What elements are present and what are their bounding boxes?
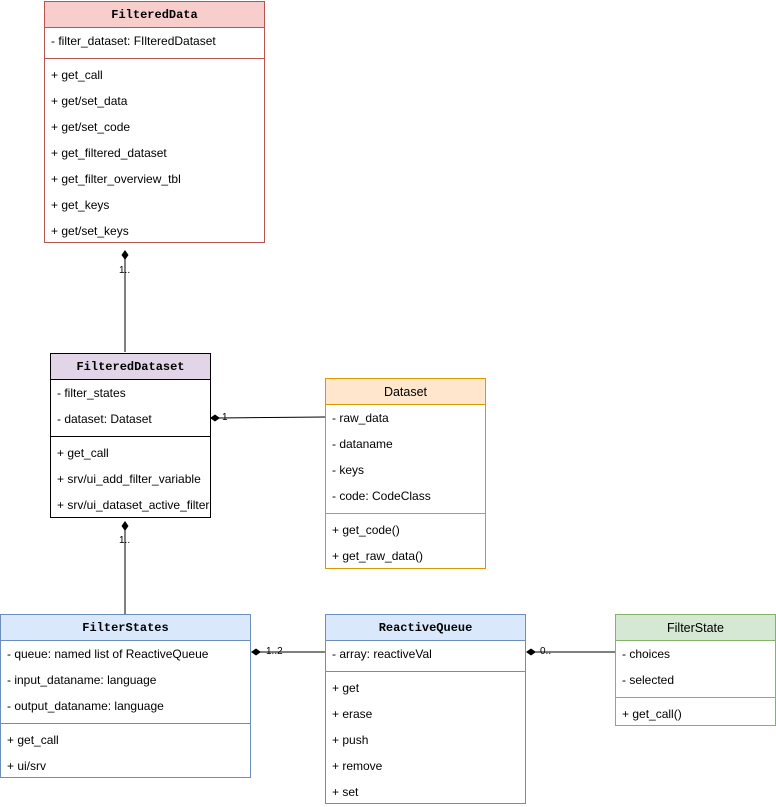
attribute-row: - input_dataname: language xyxy=(7,673,157,687)
method-section: + get_call() xyxy=(616,701,775,727)
composition-diamond-icon xyxy=(251,648,261,656)
method-section: + get_call + srv/ui_add_filter_variable + … xyxy=(51,440,210,518)
method-row: + get_filtered_dataset xyxy=(51,146,167,160)
method-row: + set xyxy=(332,785,359,799)
link-filtereddataset-dataset xyxy=(218,416,327,419)
attribute-section: - filter_dataset: FIlteredDataset xyxy=(45,28,264,54)
attribute-row: - keys xyxy=(332,463,365,477)
class-name: FilteredDataset xyxy=(51,354,210,380)
attribute-section: - array: reactiveVal xyxy=(326,641,525,667)
multiplicity-label: 1.. xyxy=(119,265,131,276)
method-row: + remove xyxy=(332,759,383,773)
method-row: + get/set_code xyxy=(51,120,131,134)
attribute-section: - raw_data - dataname - keys - code: CodeCl… xyxy=(326,405,485,509)
method-row: + get_filter_overview_tbl xyxy=(51,172,181,186)
attribute-row: - dataname xyxy=(332,437,393,451)
composition-diamond-icon xyxy=(121,250,129,260)
method-row: + srv/ui_add_filter_variable xyxy=(57,472,201,486)
method-row: + get_call xyxy=(51,68,103,82)
multiplicity-label: 0.. xyxy=(540,646,552,657)
section-divider xyxy=(45,58,264,59)
method-section: + get_code() + get_raw_data() xyxy=(326,517,485,569)
attribute-row: - queue: named list of ReactiveQueue xyxy=(7,647,209,661)
class-filter-state[interactable]: FilterState - choices - selected + get_ca… xyxy=(615,614,776,726)
class-filter-states[interactable]: FilterStates - queue: named list of Reac… xyxy=(0,614,251,778)
method-row: + get_call() xyxy=(622,707,682,721)
method-section: + get_call + ui/srv xyxy=(1,727,250,779)
multiplicity-label: 1.. xyxy=(119,535,131,546)
method-section: + get_call + get/set_data + get/set_code + … xyxy=(45,62,264,244)
section-divider xyxy=(616,697,775,698)
method-row: + push xyxy=(332,733,369,747)
method-row: + srv/ui_dataset_active_filter xyxy=(57,498,210,512)
class-name: FilteredData xyxy=(45,2,264,28)
class-reactive-queue[interactable]: ReactiveQueue - array: reactiveVal + get… xyxy=(325,614,526,804)
class-name: FilterState xyxy=(616,615,775,641)
attribute-row: - dataset: Dataset xyxy=(57,412,152,426)
section-divider xyxy=(326,513,485,514)
attribute-row: - code: CodeClass xyxy=(332,489,431,503)
class-name: Dataset xyxy=(326,379,485,405)
method-row: + get_call xyxy=(7,733,59,747)
method-row: + get_raw_data() xyxy=(332,549,424,563)
attribute-row: - raw_data xyxy=(332,411,389,425)
attribute-section: - queue: named list of ReactiveQueue - in… xyxy=(1,641,250,719)
method-section: + get + erase + push + remove + set xyxy=(326,675,525,805)
composition-diamond-icon xyxy=(121,521,129,531)
multiplicity-label: 1 xyxy=(222,412,228,423)
method-row: + get_code() xyxy=(332,523,400,537)
method-row: + get_keys xyxy=(51,198,110,212)
method-row: + erase xyxy=(332,707,373,721)
attribute-row: - selected xyxy=(622,673,675,687)
method-row: + get xyxy=(332,681,360,695)
attribute-section: - choices - selected xyxy=(616,641,775,693)
class-name: ReactiveQueue xyxy=(326,615,525,641)
multiplicity-label: 1..2 xyxy=(266,646,283,657)
class-dataset[interactable]: Dataset - raw_data - dataname - keys - code… xyxy=(325,378,486,569)
class-filtered-data[interactable]: FilteredData - filter_dataset: FIlteredD… xyxy=(44,1,265,243)
attribute-row: - output_dataname: language xyxy=(7,699,164,713)
method-row: + get_call xyxy=(57,446,109,460)
attribute-row: - filter_dataset: FIlteredDataset xyxy=(51,34,216,48)
composition-diamond-icon xyxy=(210,414,220,422)
method-row: + ui/srv xyxy=(7,759,47,773)
section-divider xyxy=(326,671,525,672)
composition-diamond-icon xyxy=(526,648,536,656)
class-filtered-dataset[interactable]: FilteredDataset - filter_states - dataset… xyxy=(50,353,211,518)
section-divider xyxy=(1,723,250,724)
class-name: FilterStates xyxy=(1,615,250,641)
attribute-section: - filter_states - dataset: Dataset xyxy=(51,380,210,432)
attribute-row: - filter_states xyxy=(57,386,126,400)
attribute-row: - array: reactiveVal xyxy=(332,647,432,661)
attribute-row: - choices xyxy=(622,647,671,661)
method-row: + get/set_data xyxy=(51,94,128,108)
section-divider xyxy=(51,436,210,437)
method-row: + get/set_keys xyxy=(51,224,129,238)
